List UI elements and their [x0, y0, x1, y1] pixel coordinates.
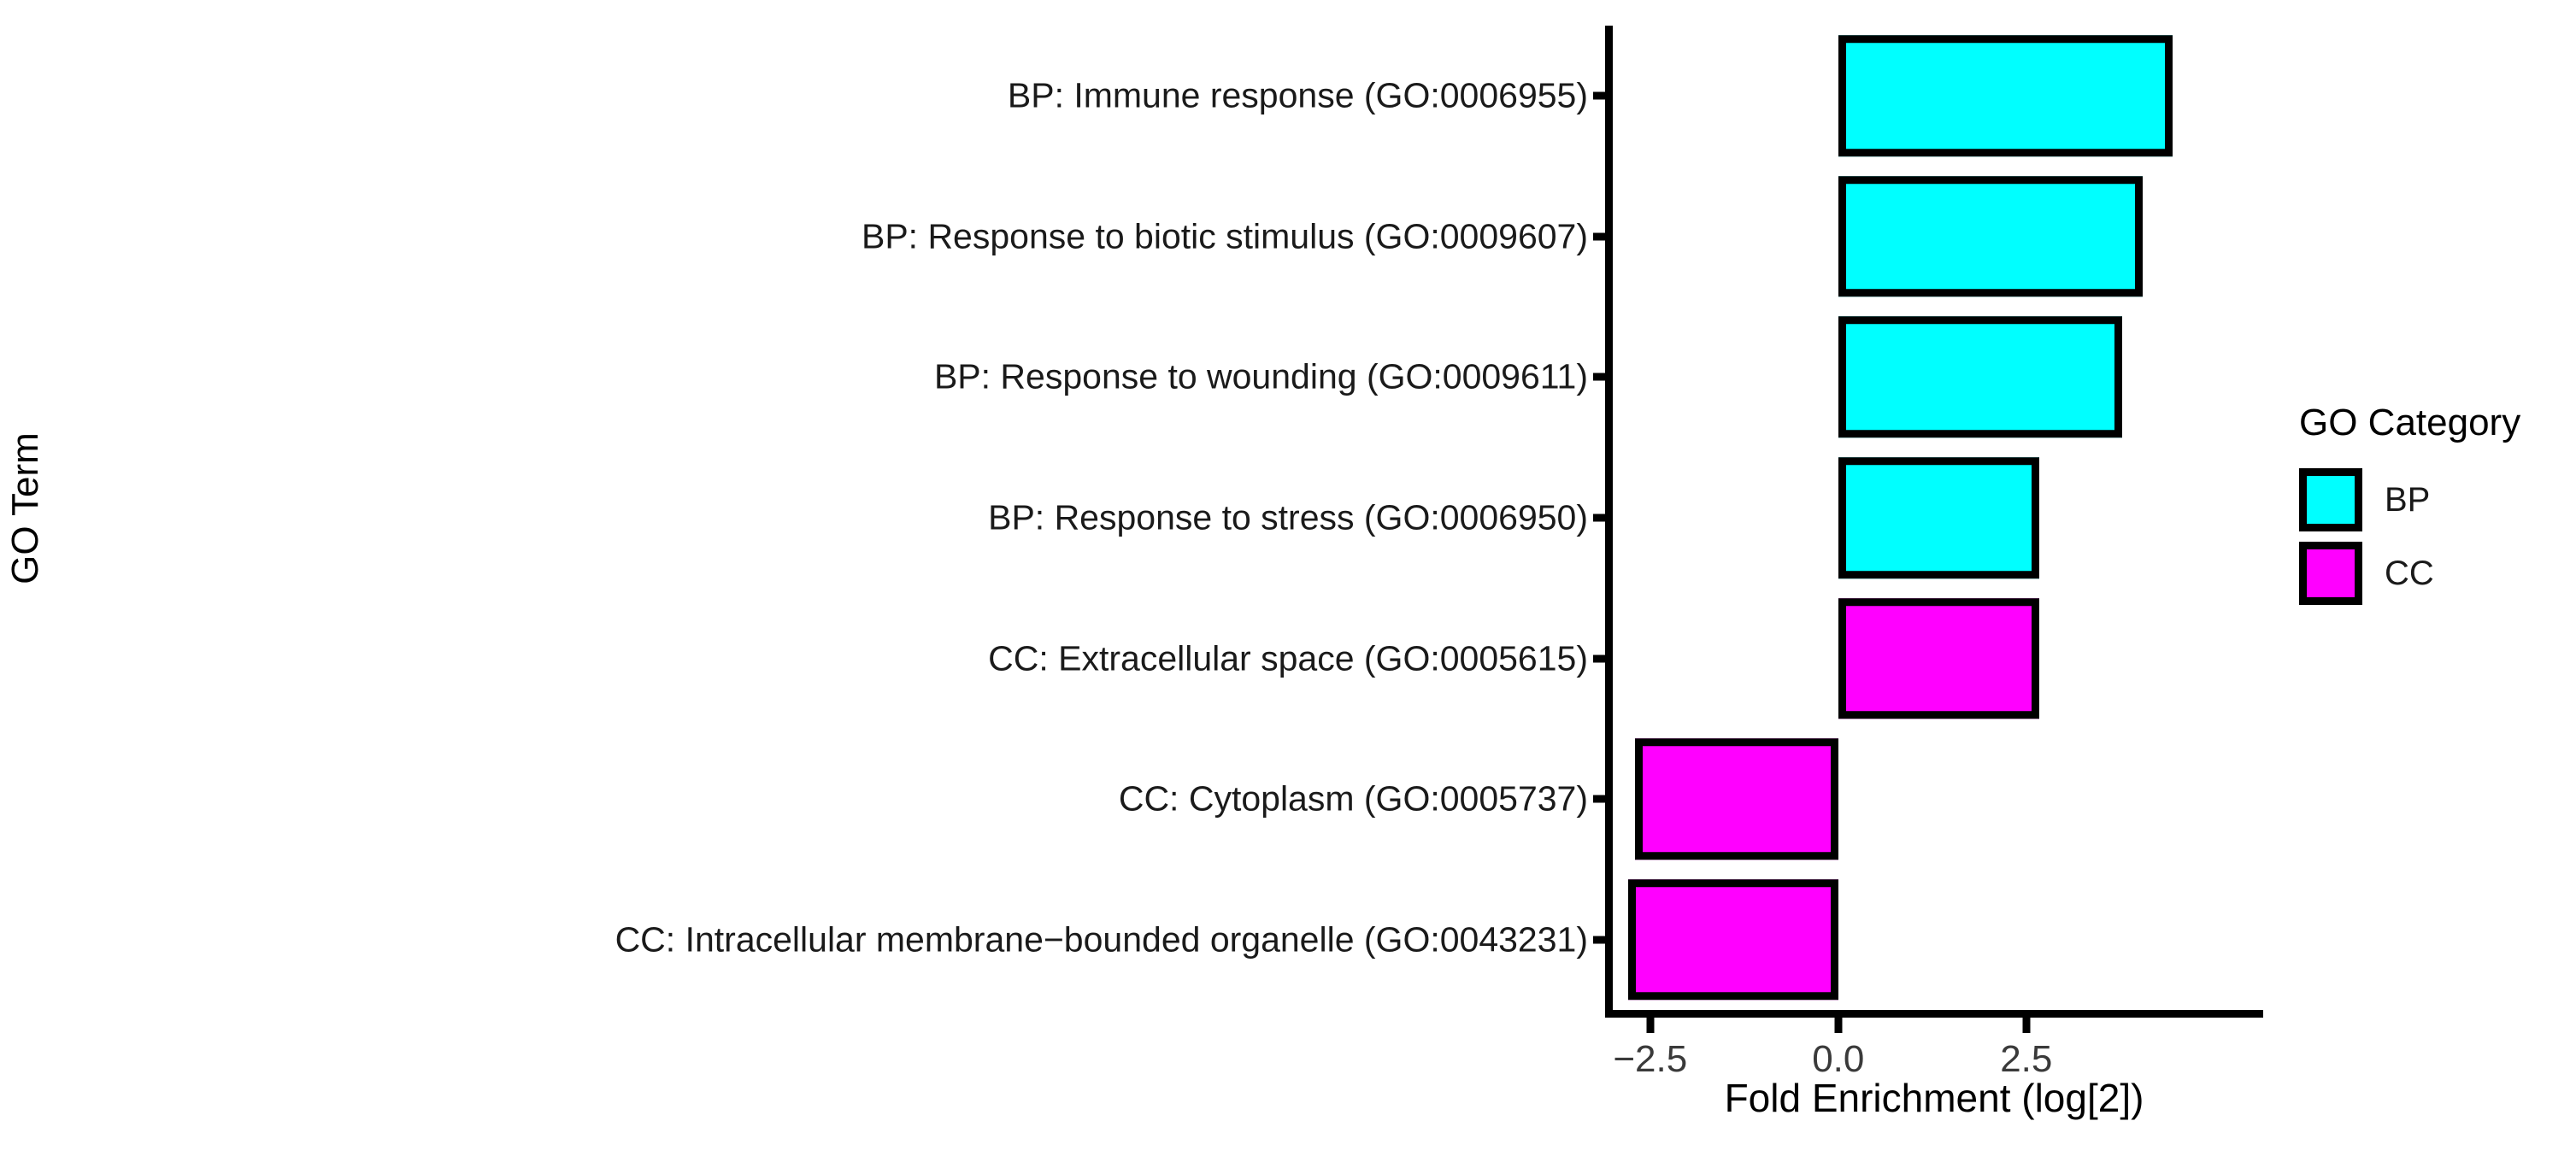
- legend-swatch-bp: [2299, 468, 2362, 531]
- y-axis-line: [1605, 26, 1613, 1010]
- bar-bp: [1838, 35, 2173, 157]
- y-tick-mark: [1593, 795, 1605, 803]
- x-tick-label: 2.5: [2000, 1038, 2053, 1080]
- y-tick-mark: [1593, 936, 1605, 944]
- y-tick-label: CC: Intracellular membrane−bounded organ…: [615, 919, 1588, 960]
- y-tick-label: CC: Cytoplasm (GO:0005737): [1118, 778, 1588, 819]
- y-tick-mark: [1593, 232, 1605, 241]
- bar-bp: [1838, 316, 2122, 438]
- x-axis-title: Fold Enrichment (log[2]): [1724, 1076, 2144, 1120]
- bar-cc: [1838, 597, 2039, 719]
- legend-item-bp[interactable]: BP: [2299, 463, 2576, 537]
- y-axis-title-text: GO Term: [4, 432, 46, 584]
- plot-area: −2.5 0.0 2.5: [1593, 26, 2263, 1080]
- bar-bp: [1838, 176, 2144, 297]
- legend-label: CC: [2385, 554, 2434, 592]
- x-tick-mark: [1834, 1018, 1843, 1033]
- bar-cc: [1628, 878, 1838, 1001]
- legend-items: BP CC: [2299, 463, 2576, 610]
- x-tick-label: −2.5: [1613, 1038, 1688, 1080]
- x-tick-mark: [1646, 1018, 1655, 1033]
- legend-swatch-cc: [2299, 542, 2362, 605]
- legend-item-cc[interactable]: CC: [2299, 537, 2576, 610]
- y-axis-title: GO Term: [0, 0, 51, 1017]
- y-tick-label: BP: Response to wounding (GO:0009611): [933, 356, 1588, 396]
- y-tick-mark: [1593, 654, 1605, 663]
- x-axis-line: [1605, 1010, 2263, 1018]
- y-tick-label: BP: Response to stress (GO:0006950): [988, 497, 1588, 537]
- y-tick-mark: [1593, 514, 1605, 522]
- x-tick-mark: [2022, 1018, 2031, 1033]
- y-tick-label: BP: Immune response (GO:0006955): [1007, 75, 1588, 115]
- legend: GO Category BP CC: [2299, 402, 2576, 610]
- y-tick-label: CC: Extracellular space (GO:0005615): [988, 638, 1588, 678]
- y-tick-mark: [1593, 373, 1605, 381]
- bar-cc: [1635, 738, 1838, 860]
- x-tick-label: 0.0: [1812, 1038, 1865, 1080]
- legend-title: GO Category: [2299, 402, 2521, 443]
- legend-label: BP: [2385, 480, 2431, 519]
- bar-bp: [1838, 457, 2039, 578]
- y-tick-label: BP: Response to biotic stimulus (GO:0009…: [861, 216, 1588, 256]
- y-axis-tick-labels: BP: Immune response (GO:0006955) BP: Resp…: [51, 26, 1600, 1010]
- y-tick-mark: [1593, 91, 1605, 100]
